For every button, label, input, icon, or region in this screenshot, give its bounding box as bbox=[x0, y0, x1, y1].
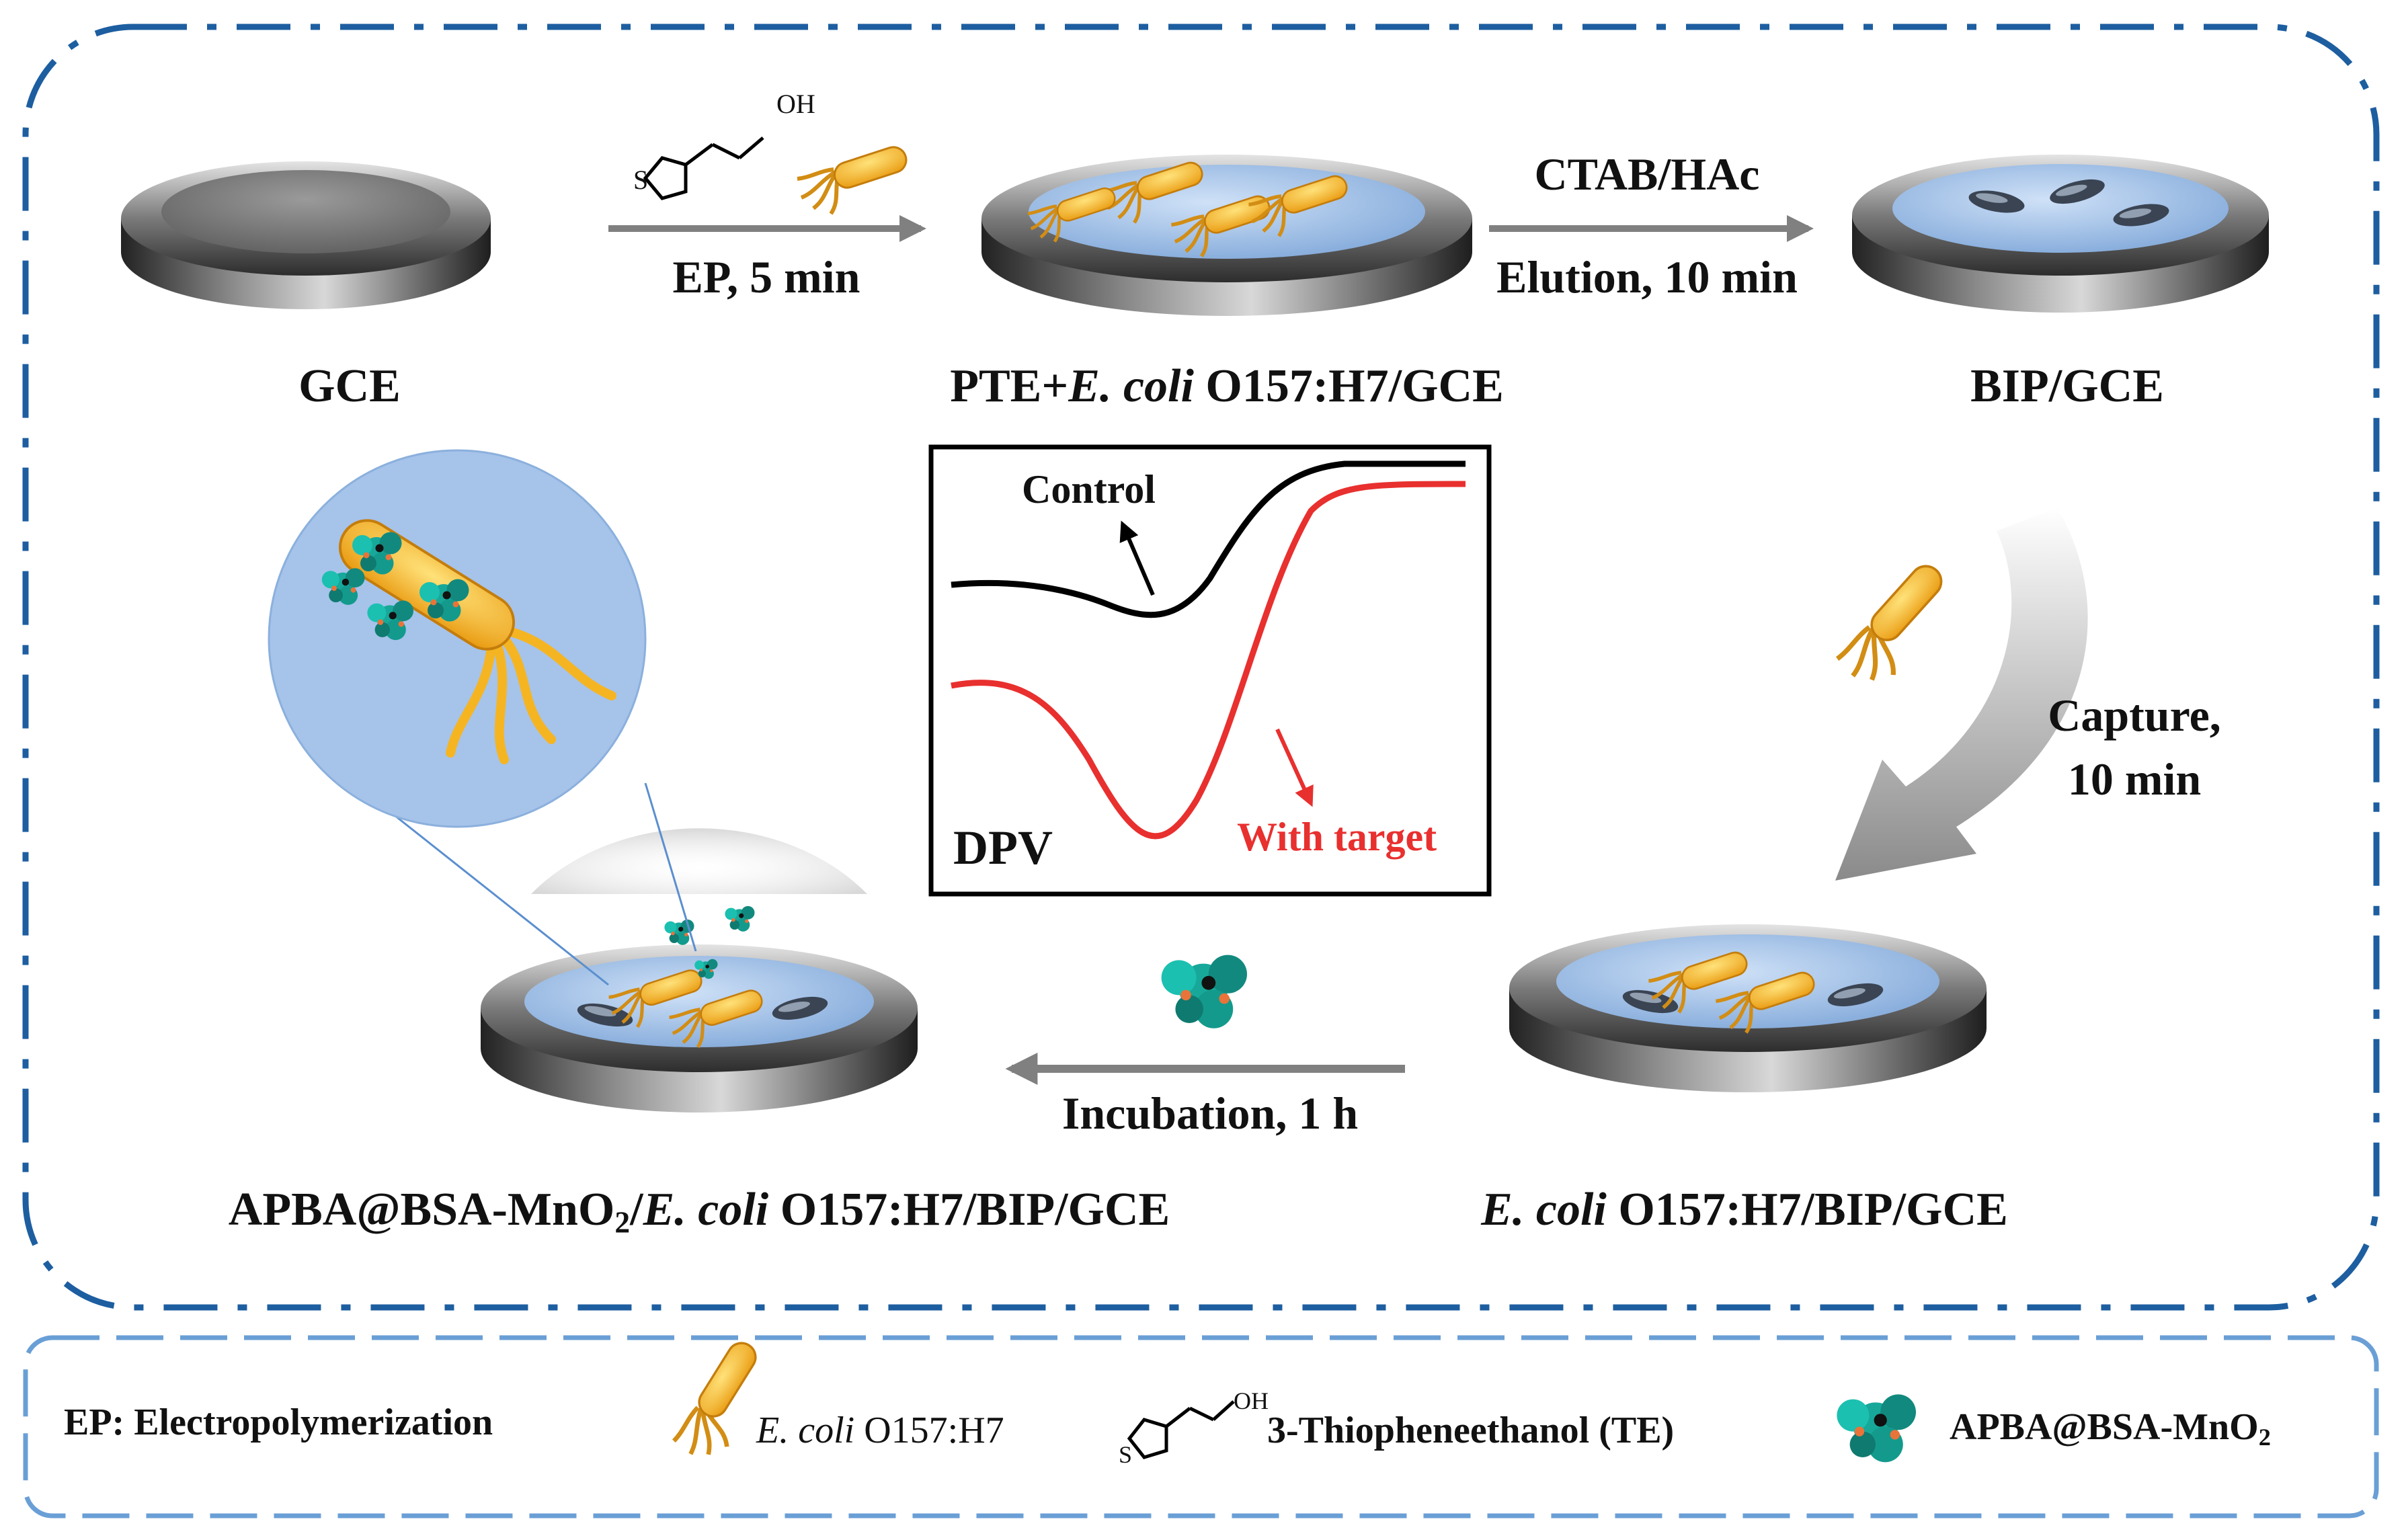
legend-oh-label: OH bbox=[1234, 1387, 1269, 1414]
electrode-pte-ecoli bbox=[981, 155, 1472, 316]
legend-apba: APBA@BSA-MnO2 bbox=[1950, 1406, 2271, 1451]
target-curve bbox=[951, 481, 1466, 840]
label-gce: GCE bbox=[298, 360, 401, 412]
electrode-gce bbox=[121, 161, 491, 309]
step2-time-label: Elution, 10 min bbox=[1496, 251, 1798, 302]
step4-label: Incubation, 1 h bbox=[1061, 1088, 1359, 1139]
control-pointer bbox=[1119, 520, 1155, 596]
electrode-ecoli-bip bbox=[1509, 924, 1987, 1092]
electrode-final bbox=[481, 828, 918, 1112]
zoom-view bbox=[268, 449, 697, 986]
step2-reagent-label: CTAB/HAc bbox=[1534, 149, 1760, 200]
protein-icon-incubation bbox=[1161, 955, 1247, 1028]
dpv-target-label: With target bbox=[1237, 815, 1437, 859]
bacterium-icon-capture bbox=[1816, 555, 1975, 695]
dpv-control-label: Control bbox=[1022, 467, 1156, 512]
s-label: S bbox=[633, 165, 649, 195]
step3-label-line1: Capture, bbox=[2048, 690, 2221, 741]
label-ecoli-bip: E. coli O157:H7/BIP/GCE bbox=[1481, 1184, 2008, 1235]
control-curve bbox=[951, 460, 1466, 618]
legend-s-label: S bbox=[1119, 1441, 1133, 1468]
main-frame bbox=[22, 24, 2380, 1311]
legend-te: 3-Thiopheneethanol (TE) bbox=[1267, 1410, 1675, 1451]
legend-frame bbox=[23, 1335, 2379, 1518]
oh-label: OH bbox=[776, 89, 815, 119]
legend-protein-icon bbox=[1837, 1394, 1916, 1463]
label-pte-ecoli: PTE+E. coli O157:H7/GCE bbox=[950, 360, 1504, 412]
dpv-inset bbox=[928, 444, 1492, 897]
target-pointer bbox=[1275, 728, 1314, 807]
label-bip: BIP/GCE bbox=[1970, 360, 2164, 412]
legend-te-icon bbox=[1127, 1400, 1235, 1459]
thiopheneethanol-icon bbox=[643, 136, 764, 200]
step3-label-line2: 10 min bbox=[2067, 754, 2202, 805]
legend-ep: EP: Electropolymerization bbox=[64, 1402, 493, 1443]
bacterium-icon-step1 bbox=[797, 144, 910, 214]
legend-ecoli: E. coli O157:H7 bbox=[756, 1410, 1004, 1451]
step1-label: EP, 5 min bbox=[672, 251, 860, 302]
arrow-capture bbox=[1835, 508, 2088, 881]
electrode-bip bbox=[1852, 155, 2269, 313]
label-final: APBA@BSA-MnO2/E. coli O157:H7/BIP/GCE bbox=[228, 1184, 1170, 1240]
dpv-method-label: DPV bbox=[953, 821, 1053, 875]
